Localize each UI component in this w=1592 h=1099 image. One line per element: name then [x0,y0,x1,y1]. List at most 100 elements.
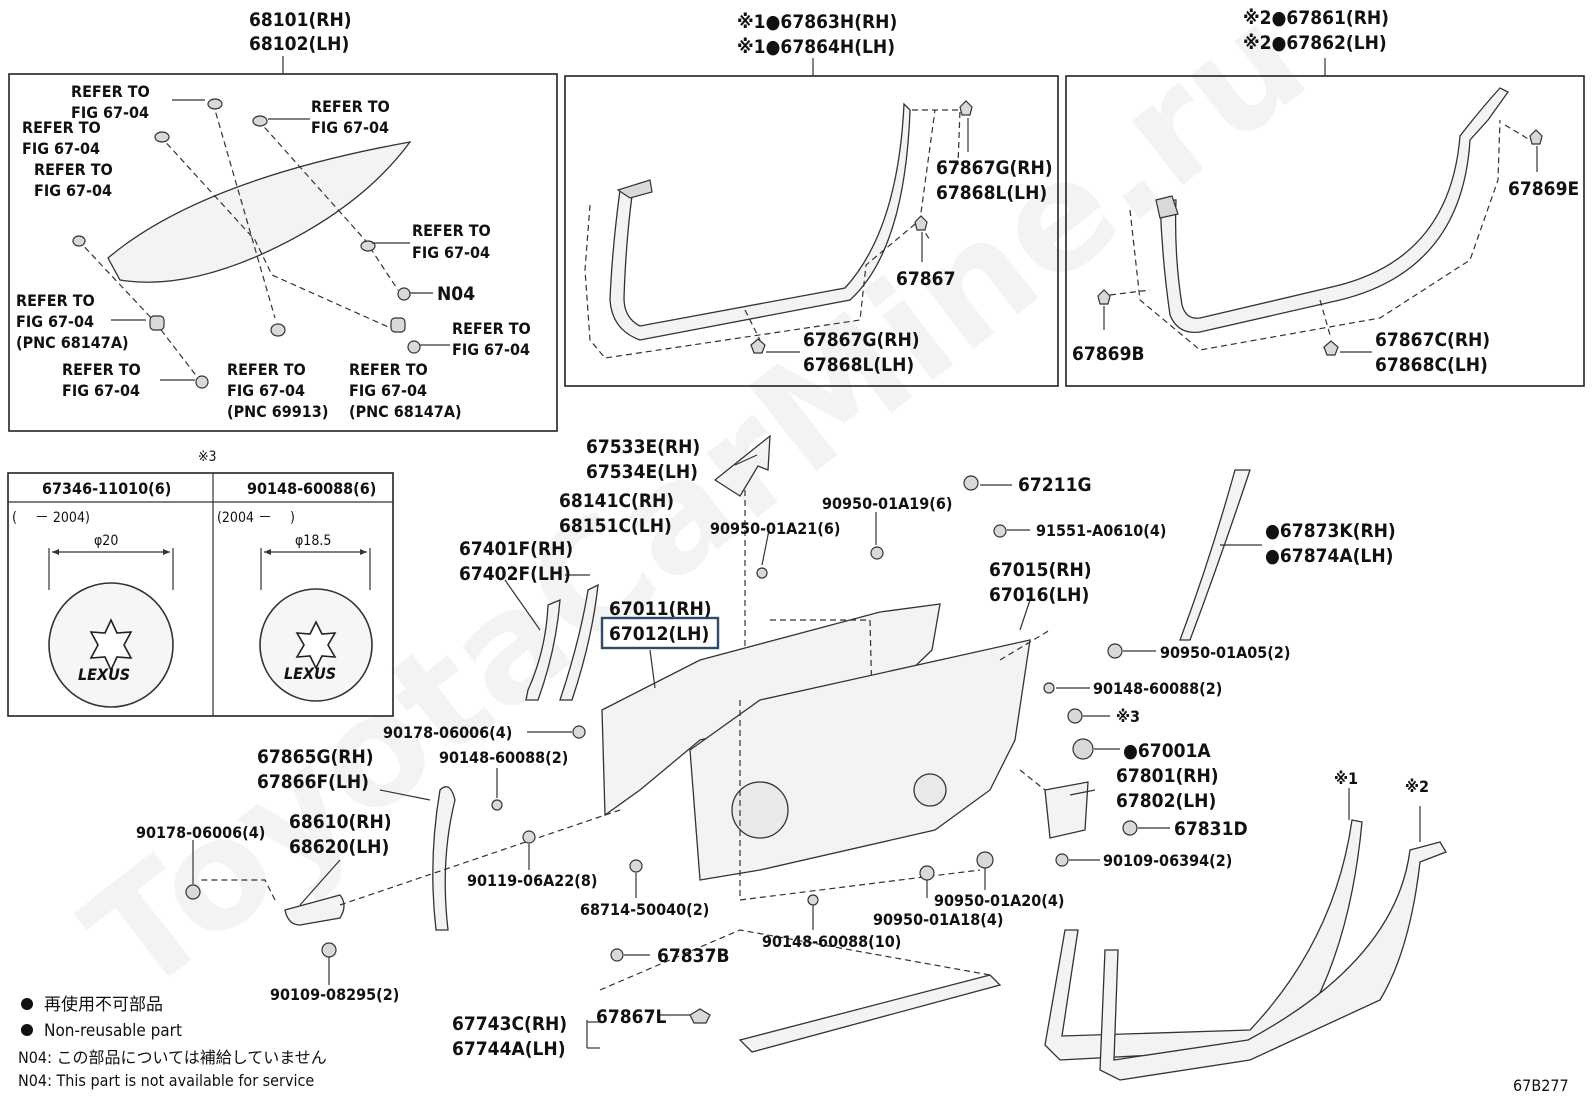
nut-icon [572,725,586,739]
part-label-67837b: 67837B [657,945,730,967]
part-label-68151c: 68151C(LH) [559,515,672,537]
legend-jp: 再使用不可部品 [44,994,163,1015]
svg-text:REFER TO: REFER TO [16,291,95,310]
part-label-90950-01a21: 90950-01A21(6) [710,519,840,538]
part-label-68610: 68610(RH) [289,811,392,833]
svg-text:REFER TO: REFER TO [34,160,113,179]
bolt-icon [491,799,503,811]
clip-icon [756,567,768,579]
clip-icon [1107,643,1123,659]
clip-icon [629,859,643,873]
emblem-part-2: 90148-60088(6) [247,479,376,498]
svg-text:FIG 67-04: FIG 67-04 [34,181,112,200]
grommet-icon [72,235,86,247]
grommet-icon [207,98,223,110]
part-label-67831d: 67831D [1174,818,1248,840]
emblem-range-2: (2004 － ) [217,510,295,526]
part-label-67867c: 67867C(RH) [1375,329,1490,351]
part-label-67015: 67015(RH) [989,559,1092,581]
refer-note-3: REFER TO FIG 67-04 [22,118,101,158]
emblem-badge-icon: φ20 LEXUS [48,533,174,708]
weatherstrip-end-icon [616,179,653,199]
part-label-90119: 90119-06A22(8) [467,871,597,890]
belt-molding-shape [525,598,561,701]
part-label-90950-01a05: 90950-01A05(2) [1160,643,1290,662]
svg-text:FIG 67-04: FIG 67-04 [311,118,389,137]
part-label-67869b: 67869B [1072,343,1145,365]
svg-text:REFER TO: REFER TO [311,97,390,116]
emblem-table: ※3 67346-11010(6) 90148-60088(6) ( － 200… [7,449,394,717]
door-weatherstrip-strip-shape [1179,469,1251,641]
grommet-icon [360,240,376,252]
part-label-90950-01a19: 90950-01A19(6) [822,494,952,513]
clip-icon [750,338,766,354]
clip-icon [870,546,884,560]
main-labels: 67533E(RH) 67534E(LH) 68141C(RH) 68151C(… [136,436,1429,1060]
svg-text:REFER TO: REFER TO [227,360,306,379]
part-label-67211g: 67211G [1018,474,1092,496]
quarter-glass-shape [107,141,412,283]
part-label-67001a: ●67001A [1123,740,1211,762]
part-label-68102: 68102(LH) [249,33,349,55]
panel-weatherstrip-h: ※1●67863H(RH) ※1●67864H(LH) 67867G(RH) 6… [564,11,1059,387]
svg-text:FIG 67-04: FIG 67-04 [412,243,490,262]
n04-label: N04 [437,283,475,305]
clip-icon [959,100,973,116]
part-label-90109-08295: 90109-08295(2) [270,985,399,1004]
refer-note-10: REFER TO FIG 67-04 (PNC 68147A) [349,360,462,421]
svg-text:FIG 67-04: FIG 67-04 [71,103,149,122]
part-label-67868c: 67868C(LH) [1375,354,1488,376]
opening-weatherstrip-2-shape [1099,841,1447,1081]
weatherstrip-h-shape [609,102,911,341]
diagram-code: 67B277 [1513,1076,1569,1095]
part-label-67864h: ※1●67864H(LH) [737,36,895,58]
part-label-67012-highlighted[interactable]: 67012(LH) [609,623,709,645]
bolt-icon [522,830,536,844]
svg-text:REFER TO: REFER TO [22,118,101,137]
part-label-67867g-bottom: 67867G(RH) [803,329,920,351]
pillar-molding-shape [559,583,599,701]
svg-text:FIG 67-04: FIG 67-04 [227,381,305,400]
clip-icon [963,475,979,491]
part-label-67534e: 67534E(LH) [586,461,698,483]
non-reusable-dot-icon [21,1024,33,1036]
panel-quarter-glass: 68101(RH) 68102(LH) REFER TO FIG 67-04 [8,9,558,432]
svg-text:LEXUS: LEXUS [284,664,336,683]
door-lock-shape [1044,781,1089,839]
highlight-box[interactable] [600,616,720,650]
emblem-screw-icon [1067,708,1083,724]
note-1-label: ※1 [1334,769,1358,788]
clip-icon [610,948,624,962]
part-label-90950-01a18: 90950-01A18(4) [873,910,1003,929]
part-label-90178-left: 90178-06006(4) [136,823,265,842]
part-label-90950-01a20: 90950-01A20(4) [934,891,1064,910]
bolt-icon [993,524,1007,538]
part-label-67862: ※2●67862(LH) [1243,32,1387,54]
refer-note-9: REFER TO FIG 67-04 (PNC 69913) [227,360,328,421]
weatherstrip-r-shape [1159,87,1509,334]
legend-en: Non-reusable part [44,1021,182,1041]
part-label-68101: 68101(RH) [249,9,352,31]
svg-text:REFER TO: REFER TO [71,82,150,101]
part-label-67402f: 67402F(LH) [459,563,571,585]
emblem-badge-icon: φ18.5 LEXUS [259,533,373,702]
refer-note-7: REFER TO FIG 67-04 (PNC 68147A) [16,291,129,352]
part-label-90148-2: 90148-60088(2) [1093,679,1222,698]
svg-text:FIG 67-04: FIG 67-04 [62,381,140,400]
svg-text:φ18.5: φ18.5 [295,533,331,549]
part-label-67016: 67016(LH) [989,584,1089,606]
svg-text:(PNC 68147A): (PNC 68147A) [16,333,129,352]
clip-icon [689,1008,711,1024]
opening-weatherstrip-shape [1044,819,1363,1061]
part-label-67743c: 67743C(RH) [452,1013,567,1035]
svg-text:FIG 67-04: FIG 67-04 [22,139,100,158]
part-label-67868l-top: 67868L(LH) [936,182,1047,204]
clip-icon [976,851,994,869]
rear-molding-shape [432,786,456,931]
part-label-67874a: ●67874A(LH) [1265,545,1393,567]
mirror-base-garnish-shape [713,434,771,497]
bolt-icon [321,942,337,958]
grommet-icon [270,323,286,337]
clip-icon [914,215,928,231]
svg-text:REFER TO: REFER TO [349,360,428,379]
